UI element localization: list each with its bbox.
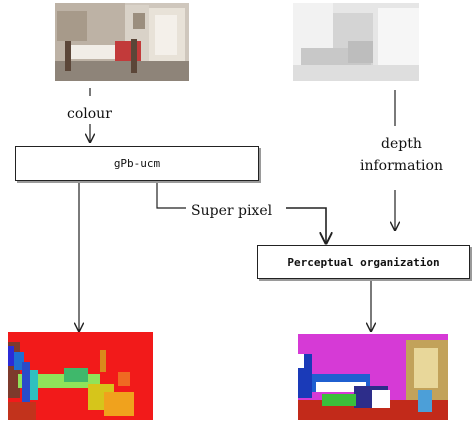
arrow-superpixel-to-perceptual: [286, 207, 326, 243]
super-pixel-label: Super pixel: [191, 203, 273, 219]
depth-label-line2: information: [360, 158, 443, 175]
perceptual-organization-label: Perceptual organization: [287, 255, 440, 269]
colour-label: colour: [67, 106, 112, 122]
depth-label: depth information: [360, 136, 443, 174]
input-depth-image: [293, 3, 419, 81]
depth-label-line1: depth: [381, 136, 422, 152]
perceptual-organization-box: Perceptual organization: [257, 245, 470, 279]
arrow-gpb-to-superpixel: [156, 183, 186, 209]
gpb-ucm-label: gPb-ucm: [113, 157, 161, 170]
input-rgb-image: [55, 3, 189, 81]
segmentation-output-left: [8, 332, 153, 420]
segmentation-output-right: [298, 334, 448, 420]
gpb-ucm-box: gPb-ucm: [15, 146, 259, 181]
